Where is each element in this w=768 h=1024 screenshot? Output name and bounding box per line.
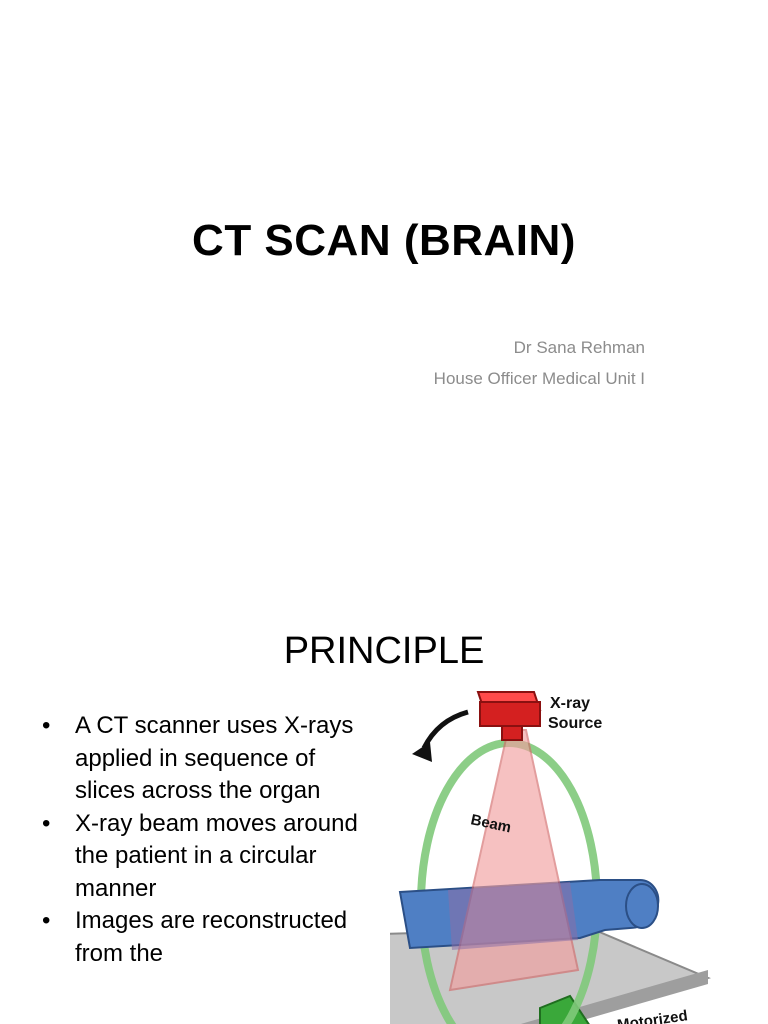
slide-heading: PRINCIPLE <box>283 630 485 672</box>
bullet-icon: • <box>42 809 51 837</box>
slide-title: CT SCAN (BRAIN) <box>192 216 576 265</box>
author-name: Dr Sana Rehman <box>513 338 645 357</box>
motorized-label: Motorized <box>616 1007 689 1024</box>
bullet-icon: • <box>42 907 51 934</box>
rotation-arrow-head <box>412 742 432 762</box>
xray-source-body <box>479 701 541 727</box>
bullet-item: • A CT scanner uses X-rays applied in se… <box>42 710 372 808</box>
patient-head <box>625 883 659 929</box>
bullet-icon: • <box>42 712 51 739</box>
rotation-arrow <box>421 709 469 750</box>
xray-source-label-line2: Source <box>548 715 602 732</box>
bullet-list: • A CT scanner uses X-rays applied in se… <box>42 710 372 970</box>
ct-scanner-diagram: X-ray Source Beam Motorized <box>390 691 711 1024</box>
bullet-text: Images are reconstructed from the <box>75 907 348 967</box>
author-position: House Officer Medical Unit I <box>433 369 645 388</box>
title-slide: CT SCAN (BRAIN) Dr Sana Rehman House Off… <box>192 216 645 394</box>
principle-slide: PRINCIPLE • A CT scanner uses X-rays app… <box>0 576 768 1024</box>
slide-subtitle: Dr Sana Rehman House Officer Medical Uni… <box>434 332 645 394</box>
bullet-text: X-ray beam moves around the patient in a… <box>75 809 358 902</box>
xray-source-nozzle <box>501 725 523 741</box>
motorized-base <box>539 994 590 1024</box>
bullet-text: A CT scanner uses X-rays applied in sequ… <box>75 712 354 804</box>
patient-slice <box>448 882 578 950</box>
xray-source-label-line1: X-ray <box>550 695 590 712</box>
bullet-item: • Images are reconstructed from the <box>42 905 372 970</box>
bullet-item: • X-ray beam moves around the patient in… <box>42 808 372 906</box>
